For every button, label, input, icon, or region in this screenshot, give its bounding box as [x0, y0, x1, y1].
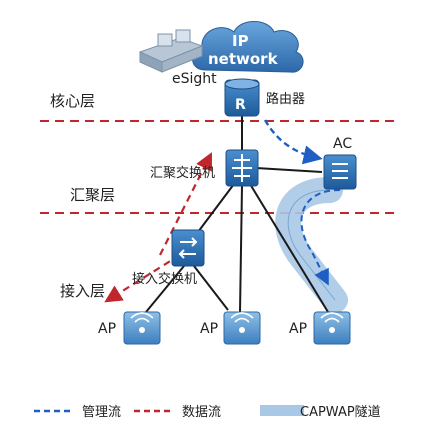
- access-switch-label: 接入交换机: [132, 271, 197, 287]
- esight-server-icon: [138, 29, 204, 73]
- ap-3-label: AP: [289, 321, 307, 337]
- ap-2-icon: [223, 311, 261, 345]
- agg-switch-label: 汇聚交换机: [150, 165, 215, 181]
- link-agg-ap3: [249, 183, 329, 313]
- ip-network-cloud: IP network: [192, 21, 304, 73]
- link-agg-ap2: [239, 185, 243, 313]
- legend-tunnel-swatch: [260, 405, 304, 416]
- access-layer-label: 接入层: [60, 282, 105, 300]
- link-access-ap1: [145, 265, 185, 313]
- access-switch-icon: [171, 229, 205, 267]
- ac-label: AC: [333, 136, 352, 152]
- core-layer-label: 核心层: [50, 92, 95, 110]
- agg-switch-icon: [225, 149, 259, 187]
- ap-1-label: AP: [98, 321, 116, 337]
- data-flow-up: [159, 152, 212, 256]
- ac-icon: [323, 154, 357, 190]
- link-access-ap-mid: [193, 265, 229, 311]
- router-label: 路由器: [266, 91, 305, 107]
- ap-3-icon: [313, 311, 351, 345]
- legend-data-label: 数据流: [182, 405, 221, 420]
- mgmt-flow-router-to-ac: [263, 119, 323, 165]
- cloud-label-line2: network: [208, 50, 279, 68]
- router-icon: R: [224, 78, 260, 117]
- legend-tunnel-label: CAPWAP隧道: [300, 404, 381, 420]
- capwap-tunnel-edge: [287, 189, 336, 301]
- network-links: [145, 115, 329, 313]
- mgmt-flow-tunnel: [300, 189, 341, 286]
- cloud-label-line1: IP: [232, 32, 249, 50]
- ap-1-icon: [123, 311, 161, 345]
- data-flow-down: [104, 254, 181, 303]
- ap-2-label: AP: [200, 321, 218, 337]
- agg-layer-label: 汇聚层: [70, 186, 115, 204]
- svg-text:R: R: [235, 97, 246, 113]
- link-agg-ac: [255, 167, 323, 173]
- legend-mgmt-label: 管理流: [82, 405, 121, 420]
- link-agg-access: [197, 183, 235, 233]
- legend: 管理流 数据流 CAPWAP隧道: [34, 404, 381, 420]
- esight-label: eSight: [172, 71, 217, 87]
